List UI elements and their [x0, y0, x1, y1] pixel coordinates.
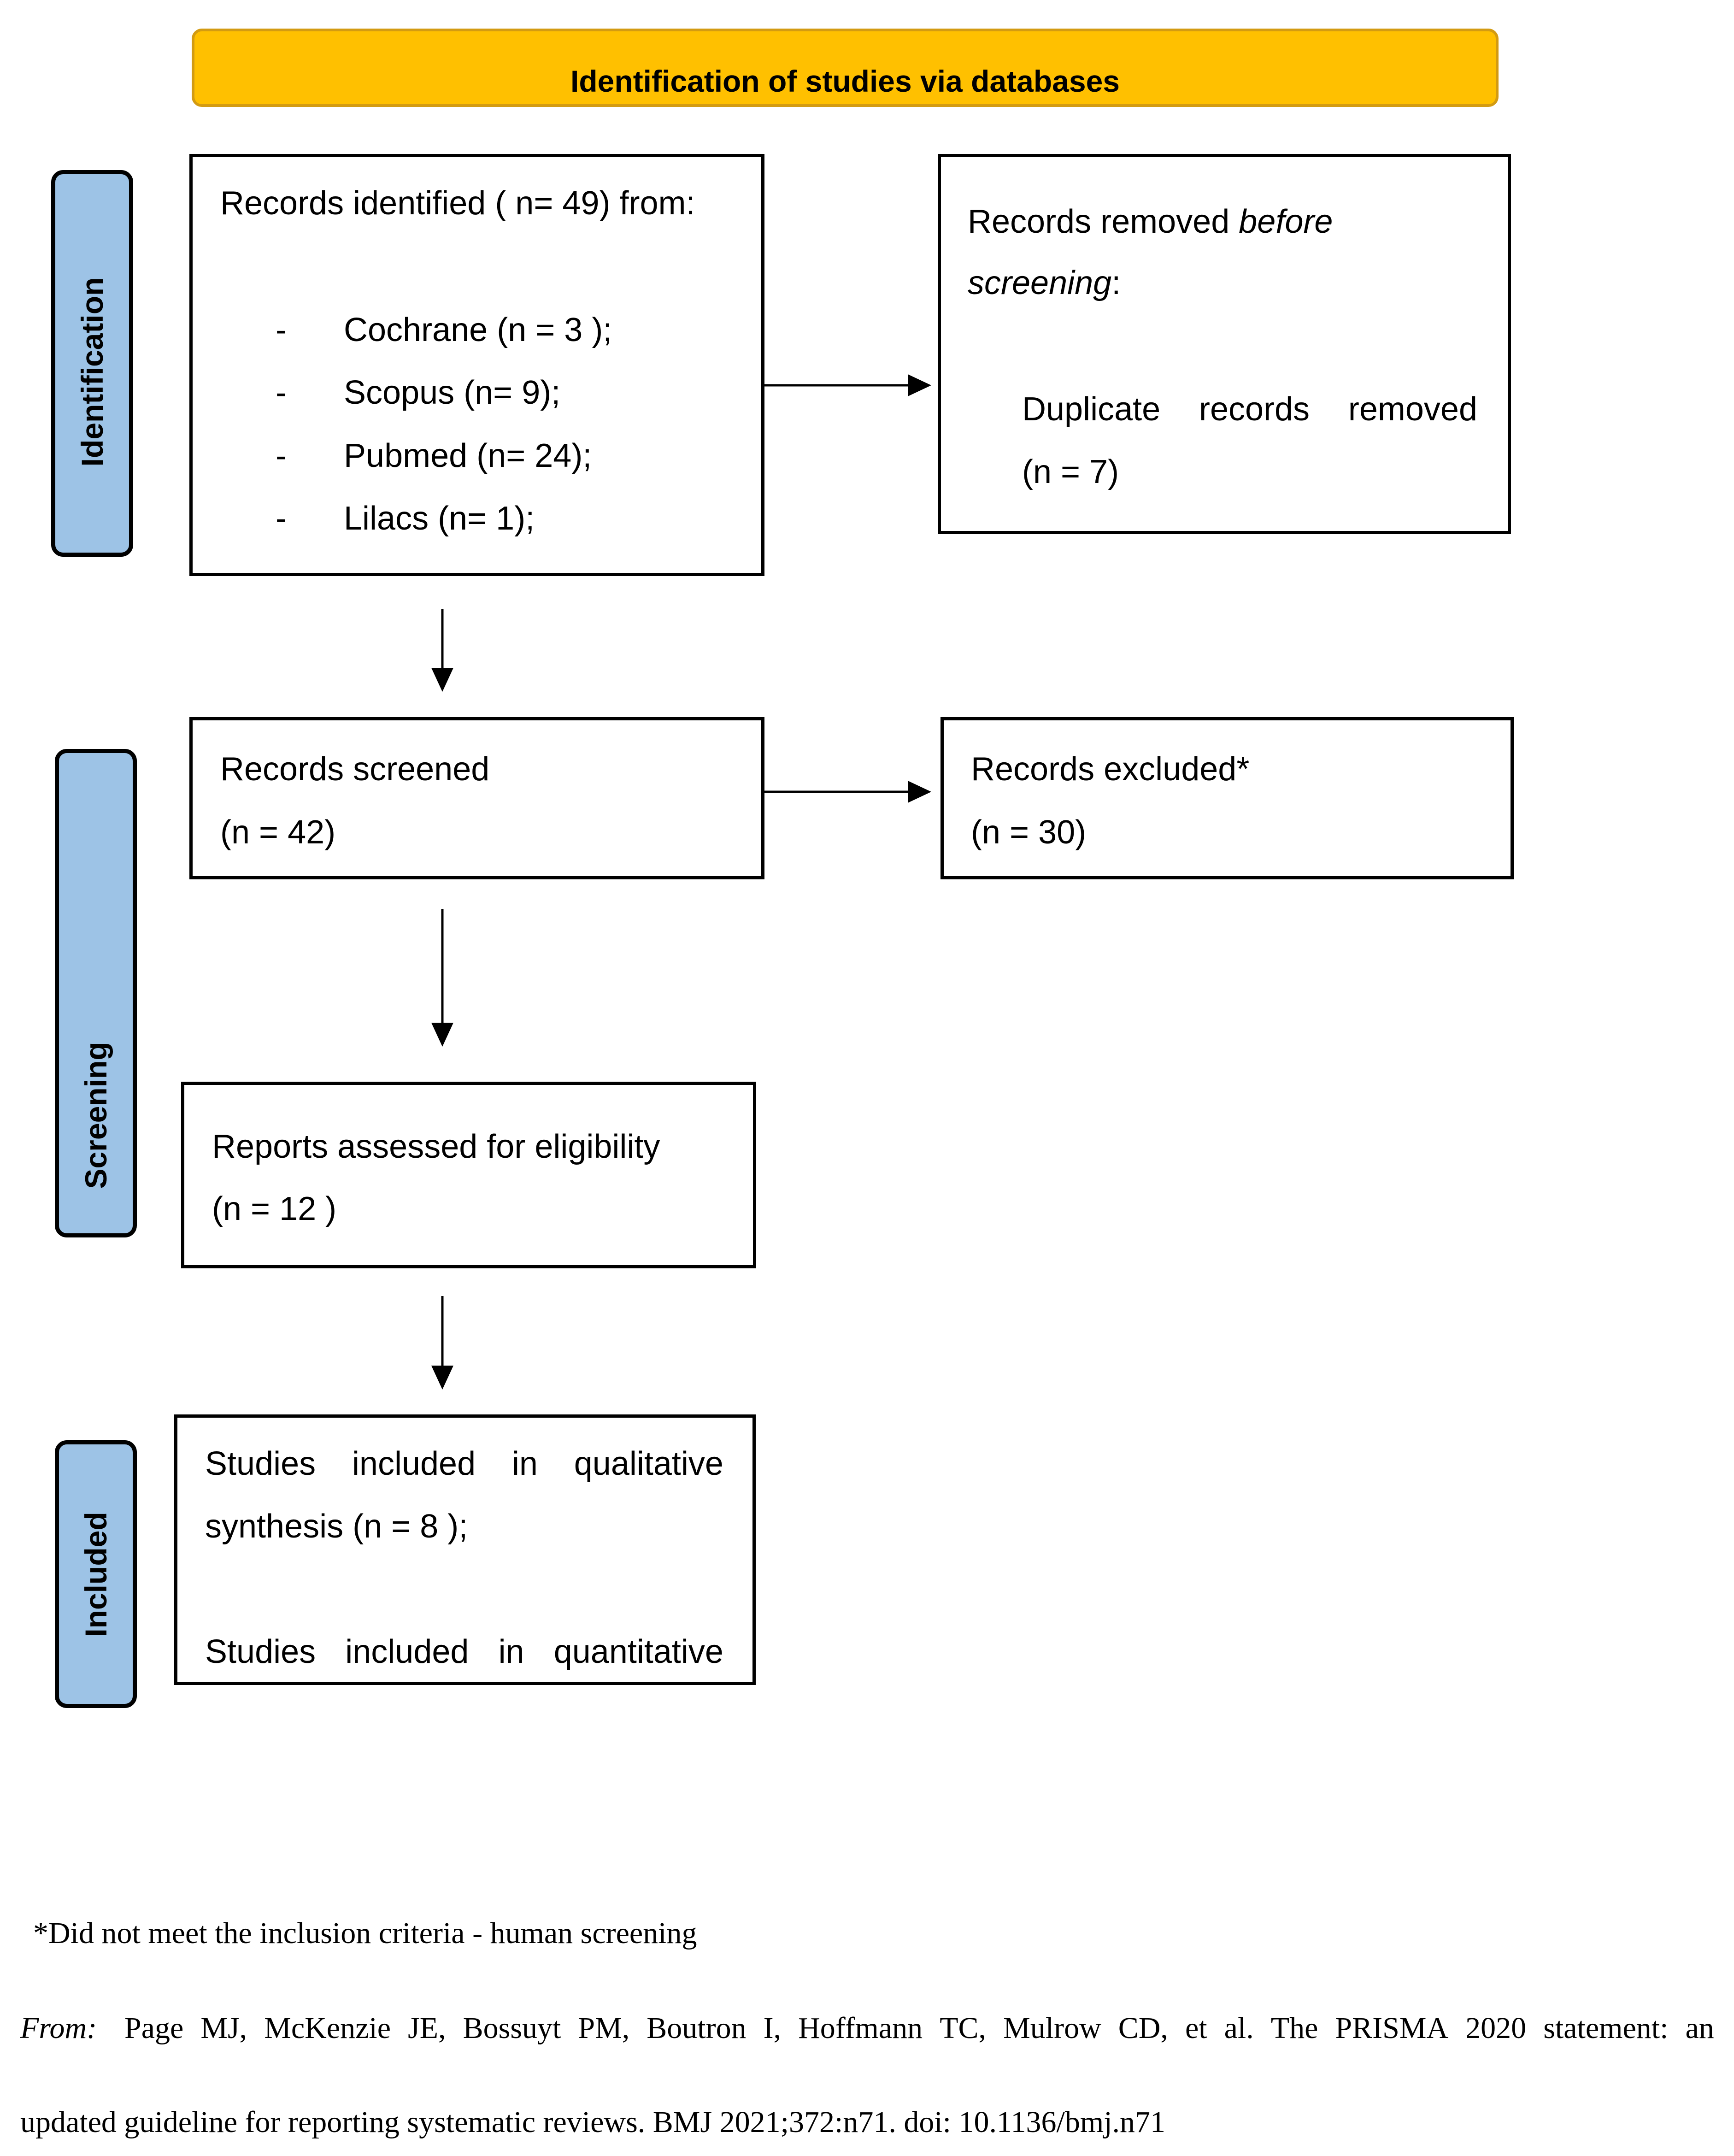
records-removed-prefix: Records removed [968, 203, 1239, 240]
word: Boutron [647, 2011, 747, 2045]
reports-assessed-box [181, 1082, 756, 1268]
footnote-note: *Did not meet the inclusion criteria - h… [33, 1916, 697, 1950]
studies-included-box [174, 1414, 756, 1685]
studies-included-line1: Studies included in qualitative [205, 1447, 723, 1480]
word: removed [1348, 391, 1477, 428]
word: Studies [205, 1633, 316, 1670]
arrow-screened-to-assessed [431, 909, 453, 1047]
header-title: Identification of studies via databases [570, 64, 1120, 98]
reports-assessed-label: Reports assessed for eligibility [212, 1128, 660, 1165]
records-screened-label: Records screened [220, 751, 490, 788]
bullet-dash: - [276, 312, 287, 348]
studies-included-line2: synthesis (n = 8 ); [205, 1508, 468, 1545]
word: Page [124, 2011, 184, 2045]
source-item: Scopus (n= 9); [344, 374, 561, 411]
word: I, [763, 2011, 782, 2045]
word: quantitative [553, 1633, 723, 1670]
records-removed-box [938, 154, 1511, 534]
records-excluded-count: (n = 30) [971, 814, 1087, 851]
bullet-dash: - [276, 374, 287, 411]
word: 2020 [1465, 2011, 1527, 2045]
word: included [345, 1633, 469, 1670]
stage-screening: Screening [55, 749, 137, 1237]
word: Studies [205, 1445, 316, 1482]
header-banner: Identification of studies via databases [192, 29, 1499, 107]
word: CD, [1118, 2011, 1168, 2045]
word: al. [1224, 2011, 1254, 2045]
bullet-dash: - [276, 500, 287, 537]
records-removed-colon: : [1111, 265, 1121, 301]
studies-included-line3: Studies included in quantitative [205, 1635, 723, 1668]
word: an [1685, 2011, 1714, 2045]
records-excluded-label: Records excluded* [971, 751, 1250, 788]
arrow-assessed-to-included [431, 1296, 453, 1390]
word: Hoffmann [798, 2011, 923, 2045]
source-item: Pubmed (n= 24); [344, 437, 592, 474]
arrow-identified-to-screened [431, 609, 453, 692]
arrow-identified-to-removed [764, 374, 931, 396]
citation-line1: Page MJ, McKenzie JE, Bossuyt PM, Boutro… [124, 2013, 1714, 2044]
word: records [1199, 391, 1310, 428]
from-label: From: [20, 2011, 97, 2045]
reports-assessed-count: (n = 12 ) [212, 1190, 337, 1227]
records-removed-heading-line2: screening: [968, 266, 1121, 300]
word: JE, [408, 2011, 446, 2045]
footnote-from-label: From: [20, 2013, 97, 2044]
word: MJ, [200, 2011, 247, 2045]
word: statement: [1543, 2011, 1669, 2045]
word: McKenzie [264, 2011, 391, 2045]
word: PRISMA [1335, 2011, 1449, 2045]
duplicate-records-count: (n = 7) [1022, 454, 1119, 490]
records-screened-count: (n = 42) [220, 814, 336, 851]
records-removed-emph: before [1239, 203, 1333, 240]
word: TC, [940, 2011, 987, 2045]
source-item: Cochrane (n = 3 ); [344, 312, 612, 348]
arrow-screened-to-excluded [764, 781, 931, 803]
citation-line2: updated guideline for reporting systemat… [20, 2105, 1166, 2139]
word: Bossuyt [463, 2011, 561, 2045]
word: qualitative [574, 1445, 723, 1482]
stage-included: Included [55, 1440, 137, 1708]
records-screened-box [189, 717, 764, 879]
word: in [511, 1445, 538, 1482]
word: Duplicate [1022, 391, 1161, 428]
records-identified-box [189, 154, 764, 576]
word: PM, [578, 2011, 630, 2045]
records-removed-emph-2: screening [968, 265, 1112, 301]
word: included [352, 1445, 476, 1482]
word: in [498, 1633, 524, 1670]
word: The [1270, 2011, 1318, 2045]
word: Mulrow [1003, 2011, 1101, 2045]
records-removed-heading: Records removed before [968, 205, 1333, 238]
stage-identification: Identification [51, 170, 133, 557]
word: et [1185, 2011, 1207, 2045]
source-item: Lilacs (n= 1); [344, 500, 535, 537]
records-identified-heading: Records identified ( n= 49) from: [220, 185, 695, 222]
bullet-dash: - [276, 437, 287, 474]
duplicate-records-line: Duplicate records removed [1022, 393, 1477, 426]
records-excluded-box [940, 717, 1514, 879]
